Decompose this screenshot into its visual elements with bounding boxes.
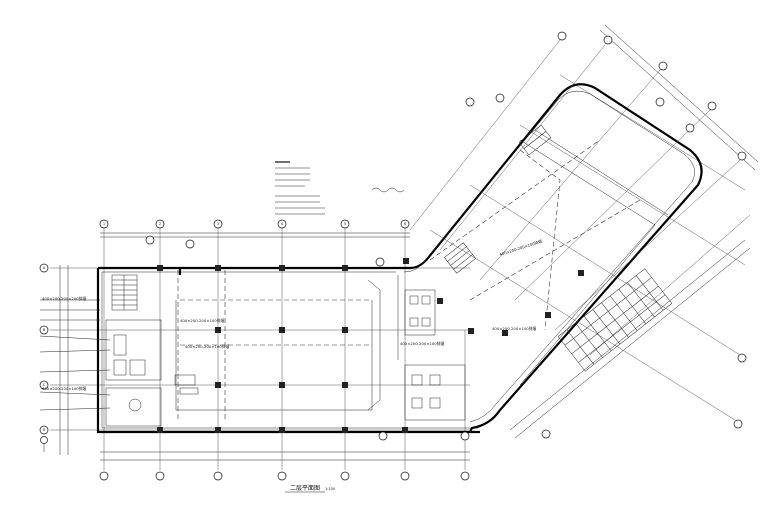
drawing-title: 二层平面图 <box>290 485 320 492</box>
left-annotations <box>39 299 111 452</box>
axis-label: A <box>43 266 46 270</box>
axis-label: 6 <box>404 222 407 226</box>
duct-label-4: 400×200-200×100排烟 <box>400 341 445 346</box>
axis-bubbles-bottom <box>99 471 470 481</box>
parking-grid <box>557 268 673 372</box>
legend <box>275 161 405 215</box>
axis-label: D <box>43 428 46 432</box>
duct-label-2: 400×200-200×100排烟 <box>180 318 225 323</box>
axis-bubbles-rotated <box>145 31 747 441</box>
duct-label-5: 400×200-200×100排烟 <box>42 386 87 391</box>
axis-label: 1 <box>103 222 105 226</box>
axis-label: 5 <box>344 222 346 226</box>
axis-label: 3 <box>217 222 219 226</box>
diagonal-block <box>398 24 759 439</box>
column-grid-left <box>157 265 408 433</box>
axis-label: B <box>43 328 46 332</box>
axis-bubbles-top: 1 2 3 4 5 6 <box>99 219 410 229</box>
axis-label: 4 <box>281 222 284 226</box>
axis-label: C <box>43 383 46 387</box>
axis-bubbles-left: A B C D <box>39 263 49 435</box>
duct-label-3: 400×200-200×100排烟 <box>185 344 230 349</box>
duct-label-1: 400×200-200×200排烟 <box>42 296 87 301</box>
drawing-scale: 1:100 <box>325 487 335 491</box>
duct-label-7: 400×200-200×100排烟 <box>492 326 537 331</box>
left-block <box>50 228 480 470</box>
axis-label: 2 <box>159 222 161 226</box>
duct-label-6: 400×200-200×100排烟 <box>499 238 543 257</box>
